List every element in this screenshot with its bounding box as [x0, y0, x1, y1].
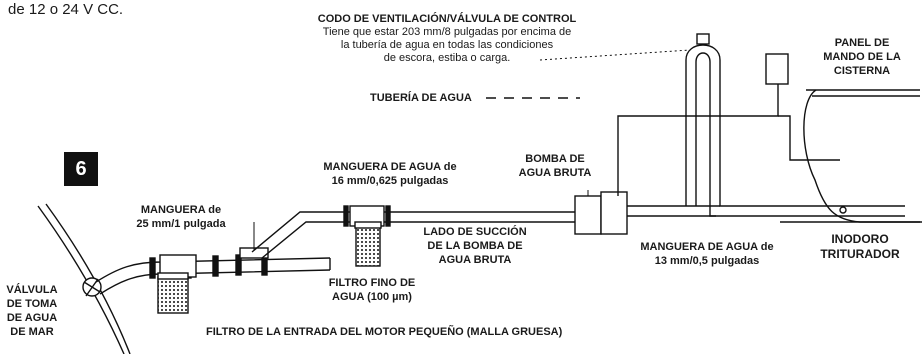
hose-16mm [251, 211, 580, 259]
hose25-label-2: 25 mm/1 pulgada [136, 218, 226, 230]
vent-note-1: Tiene que estar 203 mm/8 pulgadas por en… [322, 26, 572, 38]
vent-note-2: la tubería de agua en todas las condicio… [340, 39, 554, 51]
engine-filter-label: FILTRO DE LA ENTRADA DEL MOTOR PEQUEÑO (… [206, 326, 563, 338]
fine-water-filter [349, 205, 385, 267]
vent-note-3: de escora, estiba o carga. [383, 52, 511, 64]
tank-panel-label-2: MANDO DE LA [823, 51, 901, 63]
fine-filter-label-2: AGUA (100 µm) [332, 291, 412, 303]
seacock-label-3: DE AGUA [6, 312, 58, 324]
water-pipe-label: TUBERÍA DE AGUA [370, 92, 472, 104]
step-number-badge: 6 [64, 152, 98, 186]
hose16-label-1: MANGUERA DE AGUA de [323, 161, 457, 173]
suction-label-1: LADO DE SUCCIÓN [423, 226, 527, 238]
macerator-toilet [803, 89, 920, 223]
seacock-label-1: VÁLVULA [6, 284, 58, 296]
toilet-label-2: TRITURADOR [820, 247, 900, 261]
leader-lines [253, 49, 691, 250]
vent-loop [685, 33, 905, 217]
tank-control-panel [617, 53, 840, 196]
pump-label-1: BOMBA DE [525, 153, 585, 165]
tank-panel-label-1: PANEL DE [834, 37, 890, 49]
hose13-label-1: MANGUERA DE AGUA de [640, 241, 774, 253]
vent-title: CODO DE VENTILACIÓN/VÁLVULA DE CONTROL [317, 13, 577, 25]
seacock-label-2: DE TOMA [6, 298, 58, 310]
hose-13mm [627, 205, 720, 217]
seacock-label-4: DE MAR [10, 326, 54, 338]
pump-label-2: AGUA BRUTA [518, 167, 592, 179]
hose13-label-2: 13 mm/0,5 pulgadas [654, 255, 760, 267]
top-partial-text: de 12 o 24 V CC. [8, 1, 124, 18]
raw-water-pump [574, 191, 628, 235]
suction-label-3: AGUA BRUTA [438, 254, 512, 266]
hose25-label-1: MANGUERA de [140, 204, 222, 216]
engine-coarse-filter [157, 254, 197, 314]
hose16-label-2: 16 mm/0,625 pulgadas [331, 175, 449, 187]
hull-line [37, 203, 131, 354]
tank-panel-label-3: CISTERNA [833, 65, 891, 77]
suction-label-2: DE LA BOMBA DE [427, 240, 523, 252]
fine-filter-label-1: FILTRO FINO DE [328, 277, 416, 289]
toilet-label-1: INODORO [831, 232, 889, 246]
